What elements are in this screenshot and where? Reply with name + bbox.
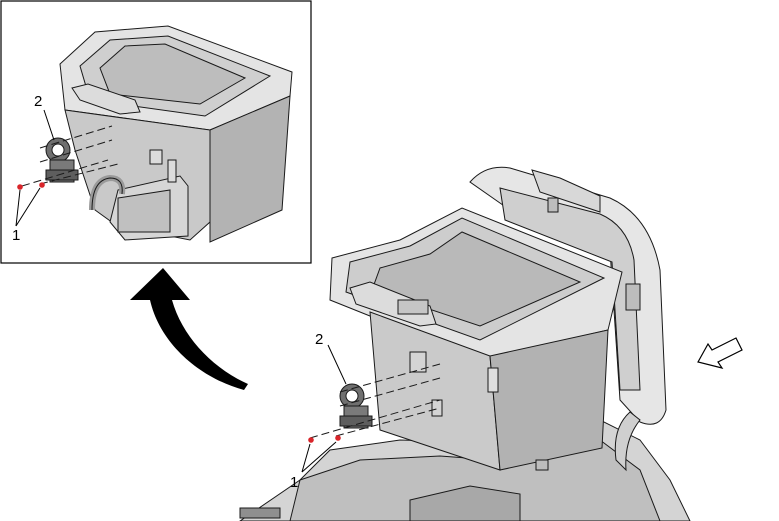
inset-leader-lines	[15, 109, 55, 227]
inset-bracket-part	[45, 137, 79, 183]
callout-inset-bracket: 2	[34, 93, 42, 110]
curved-arrow-up-icon	[130, 268, 248, 390]
detail-inset: 1 2	[0, 0, 312, 264]
lid-hinge	[614, 411, 641, 472]
inset-storage-tray	[59, 25, 293, 243]
main-fasteners	[308, 435, 341, 443]
main-assembly	[239, 166, 691, 521]
callout-main-fastener: 1	[290, 474, 298, 491]
callout-main-bracket: 2	[315, 331, 323, 348]
main-leader-lines	[301, 344, 347, 473]
inset-alignment-lines	[21, 125, 119, 187]
outline-arrow-front-icon	[697, 337, 743, 369]
inset-fasteners	[17, 182, 45, 190]
console-lid	[469, 166, 667, 425]
main-storage-tray	[329, 207, 623, 471]
main-alignment-lines	[309, 363, 441, 439]
callout-inset-fastener: 1	[12, 227, 20, 244]
